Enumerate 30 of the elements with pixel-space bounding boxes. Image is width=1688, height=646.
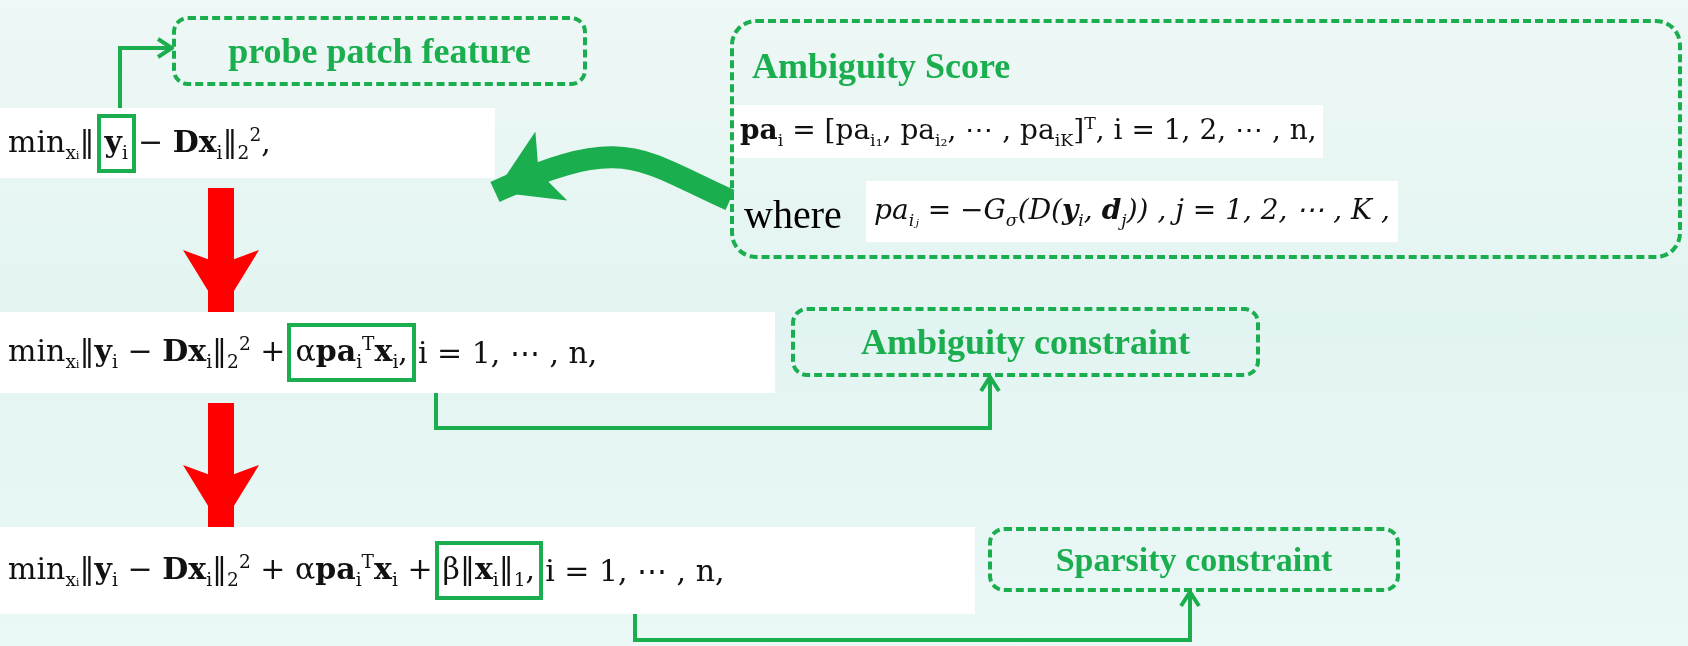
- block-arrow: [490, 132, 735, 210]
- formula-strip: [0, 312, 775, 393]
- math-formula: pa$_{i}$ = [pa$_{i₁}$, pa$_{i₂}$, ⋯ , pa$_{iK}$]$^{T}$, i = 1, 2, ⋯ , n,: [734, 105, 1323, 158]
- box-heading: Ambiguity Score: [752, 45, 1011, 87]
- math-formula: i = 1, ⋯ , n,: [417, 335, 598, 370]
- annotation-label: Ambiguity constraint: [861, 321, 1190, 363]
- annotation-label: probe patch feature: [228, 30, 531, 72]
- connector-arrow: [434, 375, 1001, 430]
- math-term: y$_{i}$: [104, 123, 128, 159]
- highlight-box: [96, 113, 136, 173]
- annotation-box: [988, 527, 1400, 592]
- annotation-box: [791, 307, 1260, 377]
- annotation-box: [730, 19, 1682, 259]
- annotation-label: Sparsity constraint: [1055, 540, 1333, 579]
- block-arrow: [183, 188, 259, 312]
- math-term: αpa$_{i}$$^{T}$x$_{i}$,: [295, 333, 408, 368]
- highlight-box: [287, 323, 416, 382]
- math-formula: min$_{xᵢ}$‖y$_{i}$ − Dx$_{i}$‖$_{2}$$^{2}$ +: [8, 333, 286, 372]
- connector-arrow: [633, 590, 1201, 642]
- highlight-box: [434, 541, 544, 600]
- formula-strip: [0, 108, 495, 178]
- math-formula: min$_{xᵢ}$‖: [8, 123, 95, 163]
- math-formula: min$_{xᵢ}$‖y$_{i}$ − Dx$_{i}$‖$_{2}$$^{2}$ + αpa$_{i}$$^{T}$x$_{i}$ +: [8, 551, 433, 590]
- formula-strip: [0, 527, 975, 614]
- math-formula: i = 1, ⋯ , n,: [545, 553, 725, 588]
- math-term: β‖x$_{i}$‖$_{1}$,: [442, 551, 536, 586]
- annotation-box: [172, 16, 587, 86]
- annotation-text: where: [744, 191, 842, 238]
- math-formula: pa$_{iⱼ}$ = −G$_{σ}$(D(y$_{i}$, d$_{j}$)) , j = 1, 2, ⋯ , K ,: [866, 181, 1398, 242]
- block-arrow: [183, 403, 259, 527]
